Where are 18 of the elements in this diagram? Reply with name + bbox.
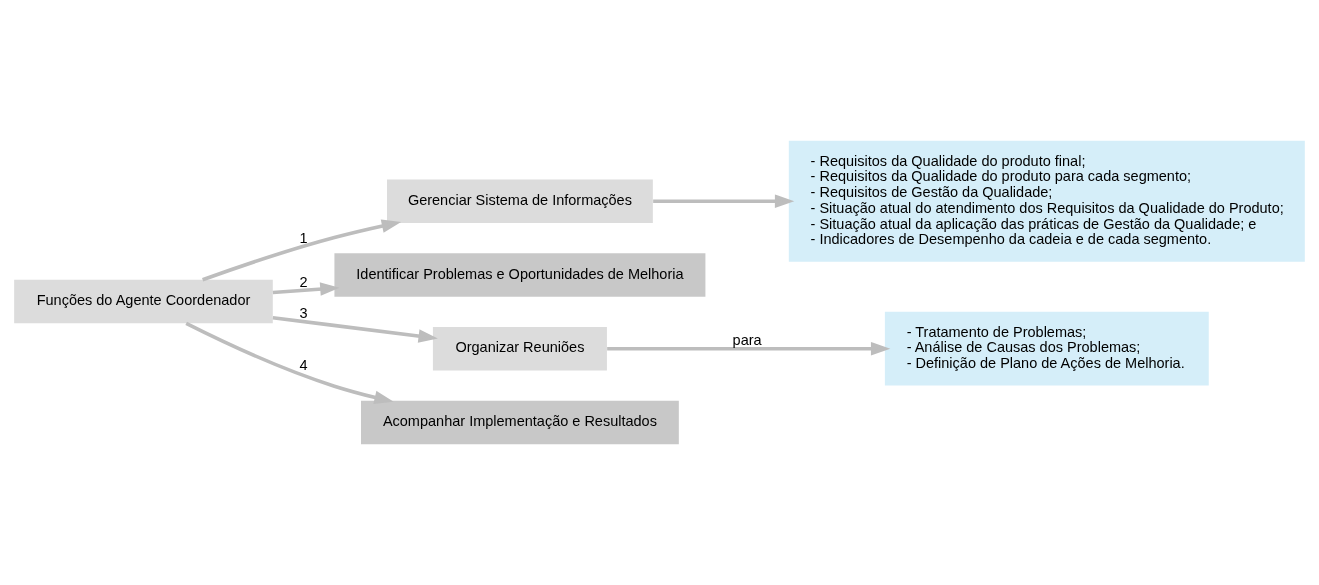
node-box: - Requisitos da Qualidade do produto final; - Requisitos da Qualidade do produto para cada segmento; - Requisitos de Gestão da Qualidade; - Situação atual do atendimento dos Requisitos da Qualidade do Produto; - Situação atual da aplicação das práticas de Gestão da Qualidade; e - Indicadores de Desempenho da cadeia e de cada segmento. xyxy=(788,140,1305,262)
node-box: Acompanhar Implementação e Resultados xyxy=(361,400,679,445)
node-box: - Tratamento de Problemas; - Análise de Causas dos Problemas; - Definição de Plano de Ações de Melhoria. xyxy=(884,311,1209,386)
node-box: Identificar Problemas e Oportunidades de Melhoria xyxy=(334,253,706,297)
node-box: Gerenciar Sistema de Informações xyxy=(387,179,653,223)
node-box: Organizar Reuniões xyxy=(432,326,607,371)
edge-label: 4 xyxy=(299,356,308,373)
edge-label: 1 xyxy=(299,230,308,247)
edge-label: para xyxy=(732,331,762,348)
arrow xyxy=(272,282,340,296)
arrow xyxy=(185,321,394,404)
node-box: Funções do Agente Coordenador xyxy=(14,279,273,324)
arrow xyxy=(202,219,402,282)
arrow xyxy=(653,194,795,209)
edge-label: 2 xyxy=(299,273,308,290)
arrow xyxy=(607,341,891,356)
arrow xyxy=(272,315,438,343)
edge-label: 3 xyxy=(299,305,308,321)
